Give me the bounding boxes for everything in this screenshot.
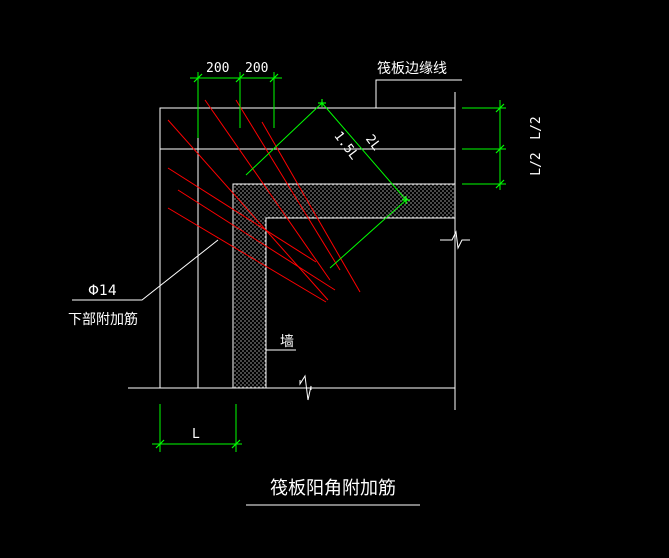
additional-rebar bbox=[167, 99, 361, 303]
dimension-bottom: L bbox=[192, 427, 200, 442]
dimension-lines bbox=[152, 72, 506, 452]
wall-section bbox=[232, 183, 456, 389]
slab-outline bbox=[128, 79, 470, 410]
dimension-right-lower: L/2 bbox=[529, 152, 544, 175]
edge-line-label: 筏板边缘线 bbox=[377, 60, 447, 77]
bar-desc-label: 下部附加筋 bbox=[68, 311, 138, 328]
bar-spec-label: Φ14 bbox=[88, 283, 117, 299]
wall-label: 墙 bbox=[280, 334, 294, 350]
dimension-ticks bbox=[155, 73, 505, 449]
dimension-top-right: 200 bbox=[245, 61, 268, 76]
dimension-diagonal-a: 1.5L bbox=[330, 129, 361, 163]
dimension-top-left: 200 bbox=[206, 61, 229, 76]
drawing-title: 筏板阳角附加筋 bbox=[270, 478, 396, 499]
bar-leader bbox=[72, 239, 219, 301]
dimension-right-upper: L/2 bbox=[529, 116, 544, 139]
dimension-diagonal-b: 2L bbox=[362, 132, 384, 154]
